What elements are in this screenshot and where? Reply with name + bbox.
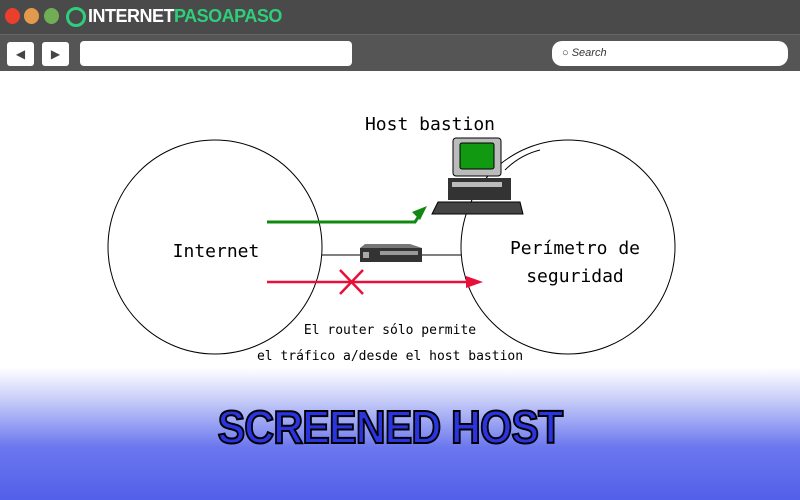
perimeter-circle bbox=[460, 139, 676, 355]
search-input[interactable]: ○ Search bbox=[552, 41, 788, 66]
logo-text-accent: PASOAPASO bbox=[174, 6, 282, 26]
allowed-traffic-arrow bbox=[267, 209, 425, 224]
allowed-arrowhead bbox=[412, 206, 427, 220]
search-icon: ○ bbox=[562, 47, 572, 59]
caption-line-1: El router sólo permite bbox=[304, 323, 476, 338]
banner-title: SCREENED HOST bbox=[217, 400, 565, 454]
browser-navbar: ◀ ▶ ○ Search bbox=[0, 34, 800, 71]
host-bastion-label: Host bastion bbox=[365, 114, 495, 135]
address-bar[interactable] bbox=[80, 41, 352, 66]
search-placeholder: Search bbox=[571, 47, 607, 59]
router-icon bbox=[360, 244, 422, 262]
internet-label: Internet bbox=[173, 241, 260, 262]
logo-icon bbox=[66, 7, 86, 28]
host-link-line bbox=[504, 149, 541, 171]
perimeter-label-1: Perímetro de bbox=[510, 238, 640, 259]
forward-button[interactable]: ▶ bbox=[42, 42, 69, 66]
caption-line-2: el tráfico a/desde el host bastion bbox=[257, 349, 523, 364]
title-banner bbox=[0, 368, 800, 500]
internet-circle bbox=[107, 139, 323, 355]
close-dot-icon[interactable] bbox=[5, 8, 20, 24]
blocked-arrowhead bbox=[466, 276, 483, 288]
logo-text: INTERNET bbox=[88, 6, 175, 26]
blocked-x-icon bbox=[339, 269, 364, 295]
back-button[interactable]: ◀ bbox=[7, 42, 34, 66]
site-logo: INTERNETPASOAPASO bbox=[66, 6, 282, 28]
maximize-dot-icon[interactable] bbox=[44, 8, 59, 24]
host-computer-icon bbox=[431, 137, 524, 215]
screened-host-diagram: Host bastion Internet Perímetro de segur… bbox=[107, 114, 676, 364]
minimize-dot-icon[interactable] bbox=[24, 8, 39, 24]
perimeter-label-2: seguridad bbox=[526, 266, 624, 287]
browser-titlebar: INTERNETPASOAPASO bbox=[0, 0, 800, 34]
